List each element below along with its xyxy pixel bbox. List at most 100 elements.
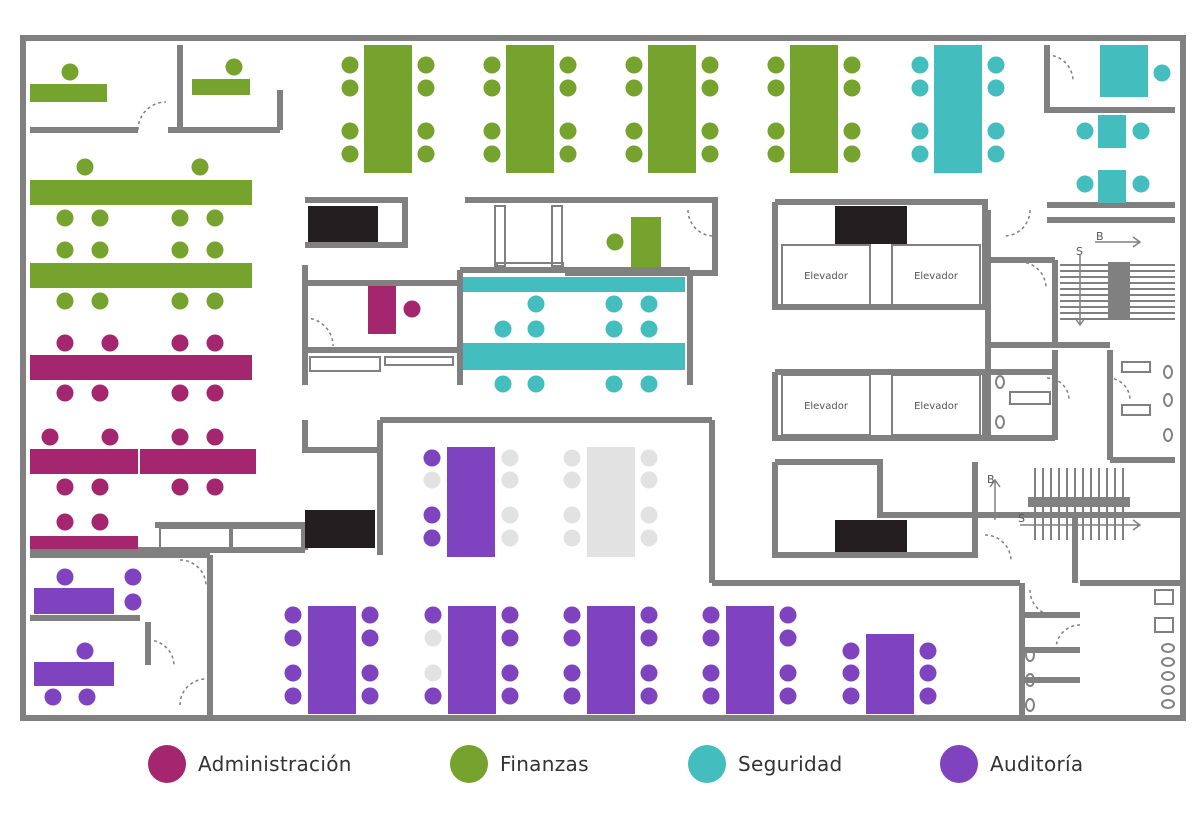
auditoria-swatch bbox=[940, 745, 978, 783]
finanzas-chair bbox=[56, 292, 74, 310]
administracion-chair bbox=[206, 334, 224, 352]
seguridad-chair bbox=[987, 79, 1005, 97]
seguridad-chair bbox=[527, 295, 545, 313]
finanzas-chair bbox=[171, 209, 189, 227]
shelf bbox=[551, 205, 563, 267]
finanzas-chair bbox=[625, 56, 643, 74]
seguridad-chair bbox=[527, 375, 545, 393]
auditoria-chair bbox=[640, 629, 658, 647]
finanzas-chair bbox=[91, 241, 109, 259]
finanzas-chair bbox=[417, 79, 435, 97]
door-swing bbox=[1003, 209, 1031, 237]
door-swing bbox=[687, 209, 715, 237]
sink-icon bbox=[1154, 617, 1174, 633]
finanzas-chair bbox=[606, 233, 624, 251]
sink-icon bbox=[1161, 699, 1175, 709]
auditoria-chair bbox=[361, 606, 379, 624]
finanzas-chair bbox=[767, 145, 785, 163]
door-swing bbox=[147, 639, 175, 667]
seguridad-chair bbox=[494, 375, 512, 393]
stair-arrow bbox=[989, 478, 1001, 520]
finanzas-chair bbox=[91, 209, 109, 227]
unassigned-desk bbox=[587, 447, 635, 557]
sink-icon bbox=[1161, 657, 1175, 667]
shaft-block bbox=[835, 520, 907, 552]
seguridad-desk bbox=[463, 277, 685, 292]
elevator-label: Elevador bbox=[804, 401, 849, 412]
auditoria-desk bbox=[308, 606, 356, 714]
finanzas-chair bbox=[56, 209, 74, 227]
auditoria-chair bbox=[563, 687, 581, 705]
finanzas-chair bbox=[91, 292, 109, 310]
auditoria-chair bbox=[919, 664, 937, 682]
finanzas-chair bbox=[483, 145, 501, 163]
auditoria-chair bbox=[842, 687, 860, 705]
unassigned-chair bbox=[563, 529, 581, 547]
elevator-label: Elevador bbox=[914, 271, 959, 282]
finanzas-chair bbox=[171, 241, 189, 259]
finanzas-chair bbox=[417, 145, 435, 163]
finanzas-chair bbox=[341, 122, 359, 140]
unassigned-chair bbox=[640, 449, 658, 467]
auditoria-desk bbox=[866, 634, 914, 714]
auditoria-chair bbox=[124, 593, 142, 611]
finanzas-chair bbox=[843, 56, 861, 74]
auditoria-chair bbox=[779, 687, 797, 705]
seguridad-chair bbox=[911, 56, 929, 74]
finanzas-chair bbox=[341, 56, 359, 74]
seguridad-chair bbox=[911, 79, 929, 97]
finanzas-chair bbox=[483, 122, 501, 140]
auditoria-chair bbox=[424, 606, 442, 624]
finanzas-chair bbox=[559, 145, 577, 163]
seguridad-desk bbox=[1098, 115, 1126, 148]
stair-arrow bbox=[1020, 519, 1142, 531]
administracion-chair bbox=[56, 478, 74, 496]
auditoria-chair bbox=[702, 606, 720, 624]
door-swing bbox=[1029, 589, 1057, 617]
unassigned-chair bbox=[423, 471, 441, 489]
auditoria-desk bbox=[448, 606, 496, 714]
finanzas-chair bbox=[559, 79, 577, 97]
auditoria-chair bbox=[842, 642, 860, 660]
finanzas-chair bbox=[701, 122, 719, 140]
legend-item-administracion: Administración bbox=[148, 745, 352, 783]
auditoria-chair bbox=[779, 606, 797, 624]
finanzas-chair bbox=[843, 79, 861, 97]
seguridad-chair bbox=[640, 375, 658, 393]
legend-label-administracion: Administración bbox=[198, 752, 352, 776]
finanzas-desk bbox=[506, 45, 554, 173]
seguridad-chair bbox=[1132, 122, 1150, 140]
shelf bbox=[494, 205, 506, 267]
unassigned-chair bbox=[563, 506, 581, 524]
administracion-chair bbox=[41, 428, 59, 446]
administracion-desk bbox=[30, 449, 138, 474]
counter bbox=[1121, 404, 1151, 416]
finanzas-chair bbox=[767, 79, 785, 97]
finanzas-chair bbox=[701, 79, 719, 97]
toilet-icon bbox=[1163, 393, 1173, 407]
unassigned-chair bbox=[563, 449, 581, 467]
wall-segment bbox=[1044, 45, 1175, 113]
door-swing bbox=[1046, 54, 1074, 82]
administracion-desk bbox=[30, 355, 252, 380]
administracion-chair bbox=[403, 300, 421, 318]
finanzas-desk bbox=[364, 45, 412, 173]
legend: Administración Finanzas Seguridad Audito… bbox=[0, 735, 1200, 795]
auditoria-chair bbox=[702, 687, 720, 705]
toilet-icon bbox=[1025, 648, 1035, 662]
administracion-chair bbox=[91, 478, 109, 496]
seguridad-chair bbox=[911, 122, 929, 140]
unassigned-chair bbox=[640, 471, 658, 489]
auditoria-chair bbox=[640, 606, 658, 624]
auditoria-chair bbox=[842, 664, 860, 682]
administracion-chair bbox=[171, 384, 189, 402]
unassigned-chair bbox=[501, 449, 519, 467]
seguridad-chair bbox=[640, 295, 658, 313]
unassigned-chair bbox=[501, 506, 519, 524]
unassigned-chair bbox=[501, 529, 519, 547]
door-swing bbox=[137, 101, 167, 131]
auditoria-chair bbox=[640, 664, 658, 682]
administracion-chair bbox=[56, 334, 74, 352]
unassigned-chair bbox=[640, 506, 658, 524]
